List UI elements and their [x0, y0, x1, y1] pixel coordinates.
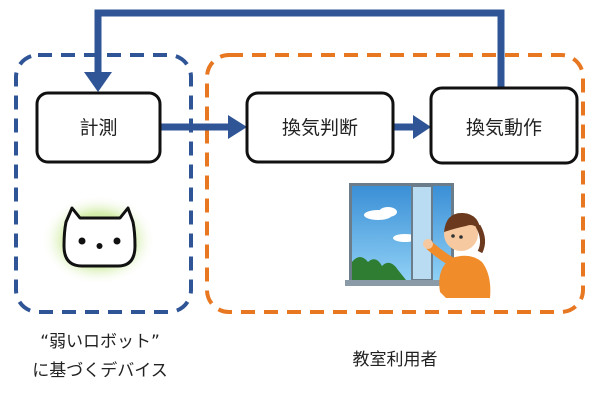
measure-label: 計測 [79, 117, 117, 139]
user-group-box [205, 53, 585, 314]
user-caption-text: 教室利用者 [352, 350, 438, 370]
robot-face-icon [41, 195, 156, 285]
judge-box [245, 91, 395, 164]
feedback-arrow [94, 9, 505, 87]
judge-label: 換気判断 [282, 117, 358, 139]
arrow-measure-judge-head [228, 115, 247, 139]
device-caption: “弱いロボット” に基づくデバイス [0, 328, 200, 386]
arrow-judge-action-head [413, 115, 431, 139]
device-caption-line1: “弱いロボット” [40, 332, 160, 352]
feedback-arrowhead [84, 72, 112, 92]
measure-box [35, 91, 162, 164]
window-person-illustration-icon [345, 183, 491, 298]
action-box [429, 86, 579, 165]
device-caption-line2: に基づくデバイス [32, 361, 168, 381]
action-label: 換気動作 [466, 117, 542, 139]
user-caption: 教室利用者 [300, 346, 490, 375]
